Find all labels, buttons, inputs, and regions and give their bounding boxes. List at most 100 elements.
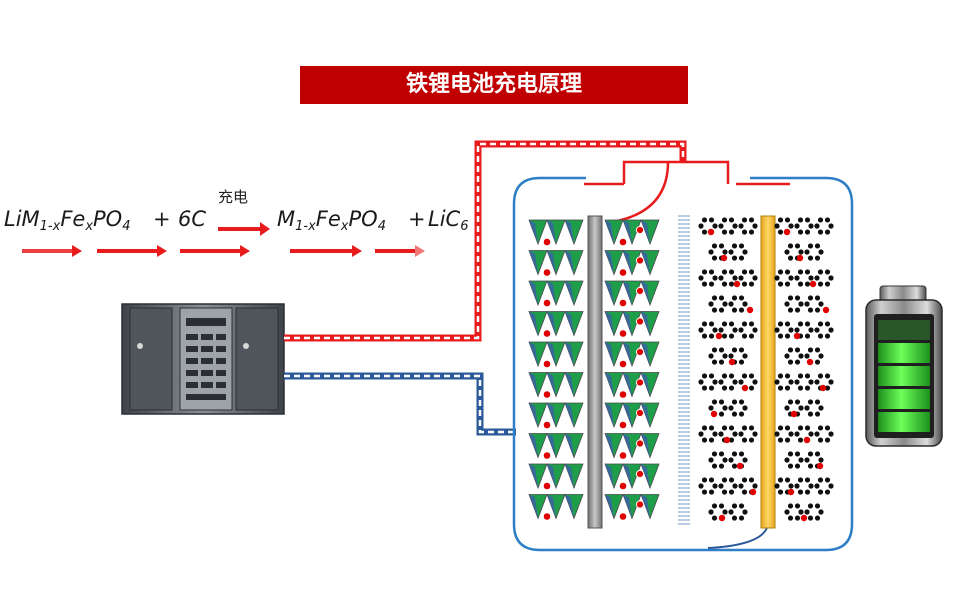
carbon-atom [731, 515, 738, 521]
lithium-ion [733, 280, 741, 288]
carbon-atom [738, 431, 744, 437]
lithium-ion [806, 358, 814, 366]
carbon-atom [797, 437, 804, 443]
carbon-atom [711, 243, 718, 249]
carbon-atom [748, 333, 755, 339]
carbon-atom [741, 373, 748, 379]
carbon-atom [738, 359, 745, 365]
cathode-crystal-shade [623, 464, 632, 488]
carbon-atom [804, 269, 811, 275]
carbon-atom [814, 275, 820, 281]
carbon-atom [728, 425, 735, 431]
carbon-atom [824, 437, 831, 443]
carbon-atom [784, 457, 790, 463]
lithium-ion [749, 488, 757, 496]
cathode-crystal-shade [565, 433, 574, 458]
charge-label: 充电 [218, 188, 249, 206]
cathode-crystal-shade [547, 311, 556, 336]
carbon-atom [808, 275, 814, 281]
carbon-atom [701, 425, 708, 431]
flow-arrow-1 [22, 245, 82, 257]
lithium-ion [618, 390, 628, 399]
carbon-atom [738, 275, 744, 281]
cathode-crystal-shade [641, 464, 650, 488]
carbon-atom [748, 477, 755, 483]
carbon-atom [738, 255, 745, 261]
carbon-atom [721, 477, 728, 483]
carbon-atom [711, 347, 718, 353]
carbon-atom [807, 515, 814, 521]
carbon-atom [807, 295, 814, 301]
carbon-atom [818, 457, 824, 463]
carbon-atom [742, 509, 748, 515]
carbon-atom [807, 411, 814, 417]
carbon-atom [701, 385, 708, 391]
carbon-atom [718, 327, 724, 333]
carbon-atom [738, 243, 745, 249]
carbon-atom [731, 255, 738, 261]
carbon-atom [774, 327, 780, 333]
carbon-atom [784, 249, 790, 255]
carbon-atom [722, 353, 728, 359]
carbon-atom [728, 477, 735, 483]
carbon-atom [807, 463, 814, 469]
carbon-atom [748, 281, 755, 287]
flow-arrow-4 [290, 245, 362, 257]
cathode-crystal-shade [641, 342, 650, 366]
carbon-atom [701, 437, 708, 443]
carbon-atom [808, 223, 814, 229]
battery-cell [512, 160, 854, 552]
carbon-atom [711, 463, 718, 469]
carbon-atom [732, 379, 738, 385]
cathode-crystal-shade [641, 494, 650, 519]
lithium-ion [707, 228, 715, 236]
carbon-atom [721, 425, 728, 431]
carbon-atom [708, 269, 715, 275]
carbon-atom [824, 281, 831, 287]
carbon-atom [748, 385, 755, 391]
carbon-atom [721, 269, 728, 275]
carbon-atom [741, 489, 748, 495]
carbon-atom [797, 321, 804, 327]
carbon-atom [804, 405, 810, 411]
carbon-atom [818, 405, 824, 411]
carbon-atom [787, 307, 794, 313]
carbon-atom [718, 451, 725, 457]
carbon-atom [728, 249, 734, 255]
carbon-atom [814, 515, 821, 521]
cathode-crystal-shade [529, 220, 538, 244]
carbon-atom [794, 243, 801, 249]
carbon-atom [797, 373, 804, 379]
carbon-atom [721, 281, 728, 287]
carbon-atom [787, 503, 794, 509]
cathode-crystal-shade [565, 281, 574, 305]
carbon-atom [718, 431, 724, 437]
carbon-atom [808, 483, 814, 489]
carbon-atom [698, 223, 704, 229]
carbon-atom [808, 431, 814, 437]
cathode-current-collector [587, 215, 603, 529]
carbon-atom [728, 281, 735, 287]
carbon-atom [711, 255, 718, 261]
carbon-atom [797, 229, 804, 235]
carbon-atom [728, 489, 735, 495]
carbon-atom [787, 515, 794, 521]
carbon-atom [748, 373, 755, 379]
carbon-atom [712, 275, 718, 281]
carbon-atom [784, 425, 791, 431]
carbon-atom [752, 223, 758, 229]
carbon-atom [828, 483, 834, 489]
cathode-crystal-shade [565, 220, 574, 244]
carbon-atom [798, 301, 804, 307]
lithium-ion [618, 268, 628, 277]
carbon-atom [777, 425, 784, 431]
carbon-atom [721, 373, 728, 379]
carbon-atom [777, 437, 784, 443]
carbon-atom [728, 333, 735, 339]
carbon-atom [708, 353, 714, 359]
carbon-atom [728, 437, 735, 443]
graphite-left [698, 217, 758, 522]
carbon-atom [777, 489, 784, 495]
carbon-atom [777, 269, 784, 275]
